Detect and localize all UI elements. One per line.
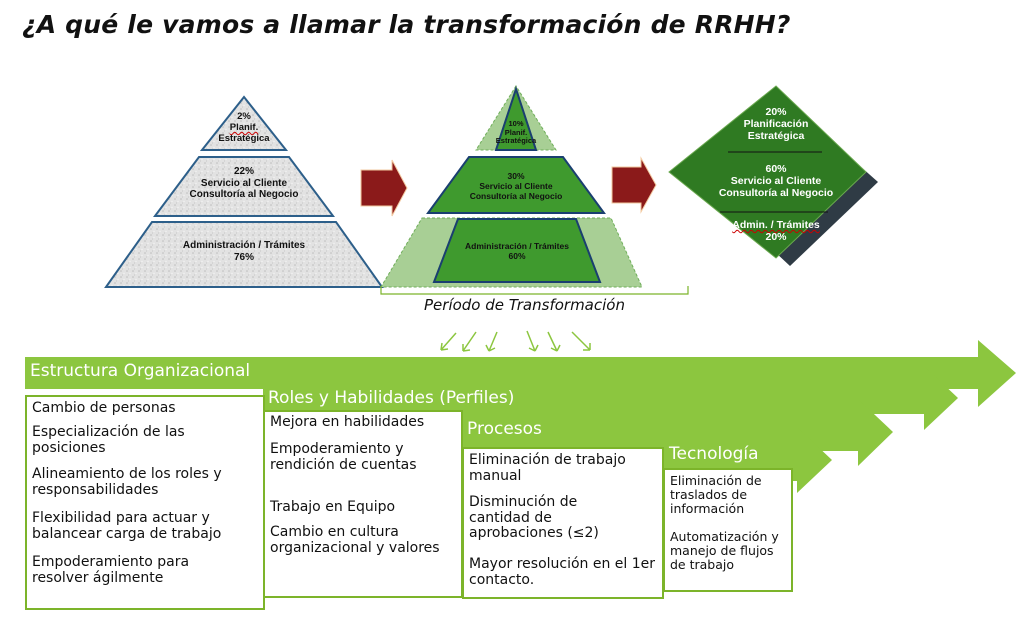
list-item: Empoderamiento para resolver ágilmente [32,554,190,586]
transformation-caption: Período de Transformación [424,296,625,314]
list-item: Disminución de cantidad de aprobaciones … [469,494,599,542]
diamond-top-line2: Estratégica [747,130,805,143]
pyramid-transition [380,85,643,288]
bar-title-procesos: Procesos [467,419,542,439]
pyr-current-bottom-label: Administración / Trámites 76% [150,240,338,263]
diamond-top-line1: Planificación [743,118,809,131]
pyr-trans-top-label: 10% Planif. Estratégica [486,119,546,146]
pyr-trans-mid-line1: Servicio al Cliente [479,180,553,191]
diamond-mid-pct: 60% [765,163,787,175]
diamond-top-label: 20% Planificación Estratégica [706,106,846,142]
pyr-trans-mid-line2: Consultoría al Negocio [469,190,563,201]
list-item: Cambio en cultura organizacional y valor… [270,524,440,556]
pyr-trans-bottom-pct: 60% [508,250,526,261]
list-item: Especialización de las posiciones [32,424,185,456]
pyramid-transition-top [494,85,538,151]
pyr-current-mid-label: 22% Servicio al Cliente Consultoría al N… [160,166,328,201]
box-procesos: Eliminación de trabajo manual Disminució… [462,447,664,599]
list-item: Automatización y manejo de flujos de tra… [670,529,779,572]
list-item: Eliminación de trabajo manual [469,452,626,484]
box-tecnologia: Eliminación de traslados de información … [663,468,793,592]
diamond-mid-line2: Consultoría al Negocio [718,187,834,200]
red-arrow-2 [611,156,657,214]
pyr-current-top-pct: 2% [237,111,251,122]
diamond-mid-label: 60% Servicio al Cliente Consultoría al N… [696,163,856,199]
pyr-current-mid-line1: Servicio al Cliente [200,177,288,189]
list-item: Empoderamiento y rendición de cuentas [270,441,417,473]
bar-title-tecnologia: Tecnología [669,444,759,464]
list-item: Flexibilidad para actuar y balancear car… [32,510,222,542]
pyramid-current [104,95,384,288]
diamond-target [668,85,878,266]
list-item: Eliminación de traslados de información [670,473,762,516]
pyr-current-top-label: 2% Planif. Estratégica [202,111,286,145]
diamond-bottom-pct: 20% [765,231,787,244]
pyr-current-top-line1: Planif. [229,121,259,133]
list-item: Alineamiento de los roles y responsabili… [32,466,222,498]
pyr-current-mid-pct: 22% [233,166,254,177]
diamond-bottom-label: Admin. / Trámites 20% [706,219,846,243]
bar-arrow-1 [25,340,1016,407]
pyr-current-bottom-pct: 76% [233,251,254,263]
list-item: Cambio de personas [32,400,176,416]
list-item: Trabajo en Equipo [270,499,396,515]
red-arrow-1 [360,159,408,217]
pyramid-current-middle [153,156,335,217]
diamond-bottom-line1: Admin. / Trámites [732,219,820,231]
pyr-trans-bottom-line1: Administración / Trámites [465,241,569,251]
pyr-trans-mid-pct: 30% [507,171,525,181]
pyr-trans-top-line2: Estratégica [495,136,537,146]
pyr-current-bottom-line1: Administración / Trámites [182,240,306,251]
pyr-trans-mid-label: 30% Servicio al Cliente Consultoría al N… [446,171,586,201]
pyramid-current-top [199,95,289,151]
bar-title-roles: Roles y Habilidades (Perfiles) [268,388,515,408]
list-item: Mejora en habilidades [270,414,425,430]
pyr-current-top-line2: Estratégica [218,132,270,144]
page-title: ¿A qué le vamos a llamar la transformaci… [22,10,791,39]
bar-title-estructura: Estructura Organizacional [30,361,251,381]
pyramid-transition-bottom [432,218,602,283]
diamond-mid-line1: Servicio al Cliente [730,175,822,188]
diamond-top-pct: 20% [765,106,787,118]
down-arrows [440,330,591,352]
box-roles: Mejora en habilidades Empoderamiento y r… [263,410,463,598]
pyr-current-mid-line2: Consultoría al Negocio [189,189,299,200]
pyr-trans-top-line1: Planif. [504,127,528,137]
pyr-trans-bottom-label: Administración / Trámites 60% [452,241,582,262]
pyramid-transition-middle [426,156,606,214]
box-estructura: Cambio de personas Especialización de la… [25,395,265,610]
pyr-trans-top-pct: 10% [508,119,524,128]
transformation-bracket [380,286,689,295]
list-item: Mayor resolución en el 1er contacto. [469,556,656,588]
